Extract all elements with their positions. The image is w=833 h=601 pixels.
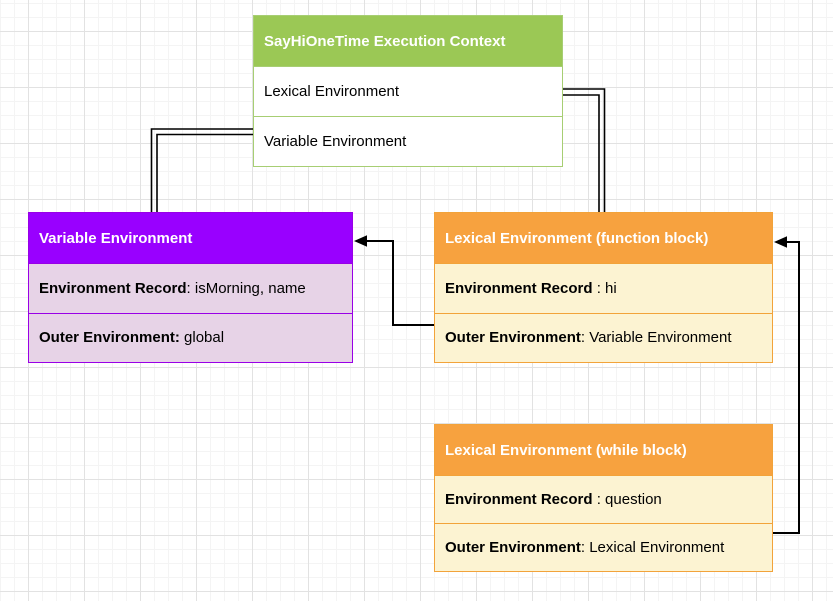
row-label: Outer Environment <box>445 329 581 347</box>
row-value: : Variable Environment <box>580 329 732 347</box>
node-title: Variable Environment <box>29 213 352 263</box>
row-text: Lexical Environment <box>264 83 400 100</box>
row-label: Environment Record <box>445 279 593 297</box>
row-label: Outer Environment <box>445 539 581 556</box>
node-lexical-environment-function-block[interactable]: Lexical Environment (function block) Env… <box>434 212 773 363</box>
row-value: : hi <box>592 279 617 297</box>
row-environment-record[interactable]: Environment Record : question <box>435 475 772 523</box>
row-label: Outer Environment: <box>39 329 180 347</box>
row-value: : Lexical Environment <box>580 539 725 556</box>
row-outer-environment[interactable]: Outer Environment: Variable Environment <box>435 312 772 362</box>
row-value: global <box>179 329 225 347</box>
node-variable-environment[interactable]: Variable Environment Environment Record:… <box>28 212 353 363</box>
row-environment-record[interactable]: Environment Record : hi <box>435 263 772 313</box>
row-label: Environment Record <box>445 491 593 508</box>
row-environment-record[interactable]: Environment Record: isMorning, name <box>29 263 352 313</box>
row-value: : question <box>592 491 662 508</box>
node-lexical-environment-while-block[interactable]: Lexical Environment (while block) Enviro… <box>434 424 773 572</box>
row-variable-environment[interactable]: Variable Environment <box>254 116 562 166</box>
row-outer-environment[interactable]: Outer Environment: global <box>29 312 352 362</box>
node-title: Lexical Environment (function block) <box>435 213 772 263</box>
row-outer-environment[interactable]: Outer Environment: Lexical Environment <box>435 523 772 571</box>
arrow-function-outer-to-variable-env[interactable] <box>354 235 436 326</box>
node-execution-context[interactable]: SayHiOneTime Execution Context Lexical E… <box>253 15 563 167</box>
arrow-while-outer-to-function-block[interactable] <box>773 236 800 534</box>
row-lexical-environment[interactable]: Lexical Environment <box>254 66 562 116</box>
connector-exec-variable-to-variable-env[interactable] <box>150 128 254 212</box>
row-value: : isMorning, name <box>186 279 306 297</box>
arrowhead-left-icon <box>354 235 367 247</box>
row-label: Environment Record <box>39 279 187 297</box>
node-title: Lexical Environment (while block) <box>435 425 772 475</box>
connector-exec-lexical-to-function-block[interactable] <box>563 88 606 212</box>
row-text: Variable Environment <box>264 133 407 150</box>
node-title: SayHiOneTime Execution Context <box>254 16 562 66</box>
arrowhead-left-icon <box>774 236 787 248</box>
